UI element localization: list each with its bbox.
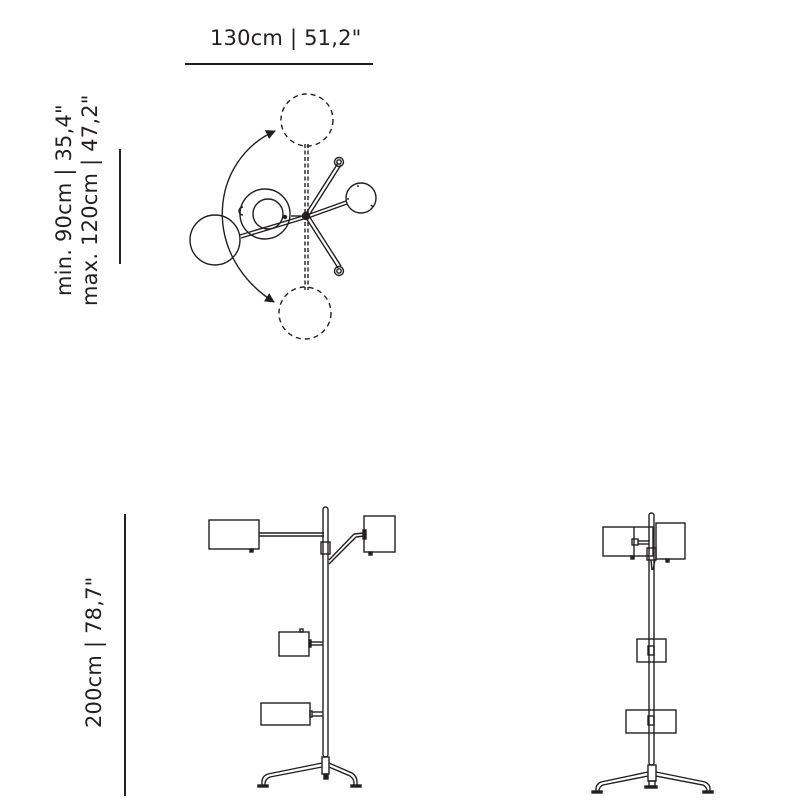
- side-shade-lower: [625, 709, 677, 734]
- side-base-leg-right: [655, 771, 711, 791]
- side-shade-right: [655, 522, 686, 560]
- front-shade-top-left: [208, 519, 260, 550]
- dashed-shade-position-bottom: [278, 286, 332, 340]
- rotation-arc-icon: [221, 130, 276, 303]
- width-dimension-label: 130cm | 51,2": [210, 26, 362, 50]
- top-view: [189, 93, 377, 340]
- dashed-shade-position-top: [280, 93, 334, 147]
- width-dimension-line: [185, 63, 373, 65]
- side-shade-left: [602, 526, 654, 557]
- front-base-leg-right: [328, 762, 358, 785]
- front-base-leg-left: [261, 762, 323, 785]
- side-base-leg-left: [595, 771, 649, 791]
- side-elevation: [591, 512, 714, 794]
- central-pivot: [301, 211, 311, 221]
- side-shade-middle: [636, 638, 667, 663]
- shade-large-left: [189, 214, 241, 266]
- front-pole: [322, 506, 329, 758]
- front-collar: [320, 541, 331, 555]
- shade-small-right: [345, 182, 377, 214]
- front-shade-lower: [260, 702, 311, 726]
- shade-middle-inner: [252, 198, 284, 230]
- arm-knob-lower: [333, 265, 345, 277]
- reach-dimension-line: [119, 149, 121, 264]
- front-shade-middle: [278, 631, 310, 657]
- front-shade-top-right: [363, 515, 396, 553]
- side-base-hub: [647, 764, 657, 782]
- height-dimension-line: [124, 514, 126, 796]
- front-base-hub: [321, 756, 330, 775]
- front-elevation: [208, 506, 396, 788]
- arm-knob-upper: [333, 156, 345, 168]
